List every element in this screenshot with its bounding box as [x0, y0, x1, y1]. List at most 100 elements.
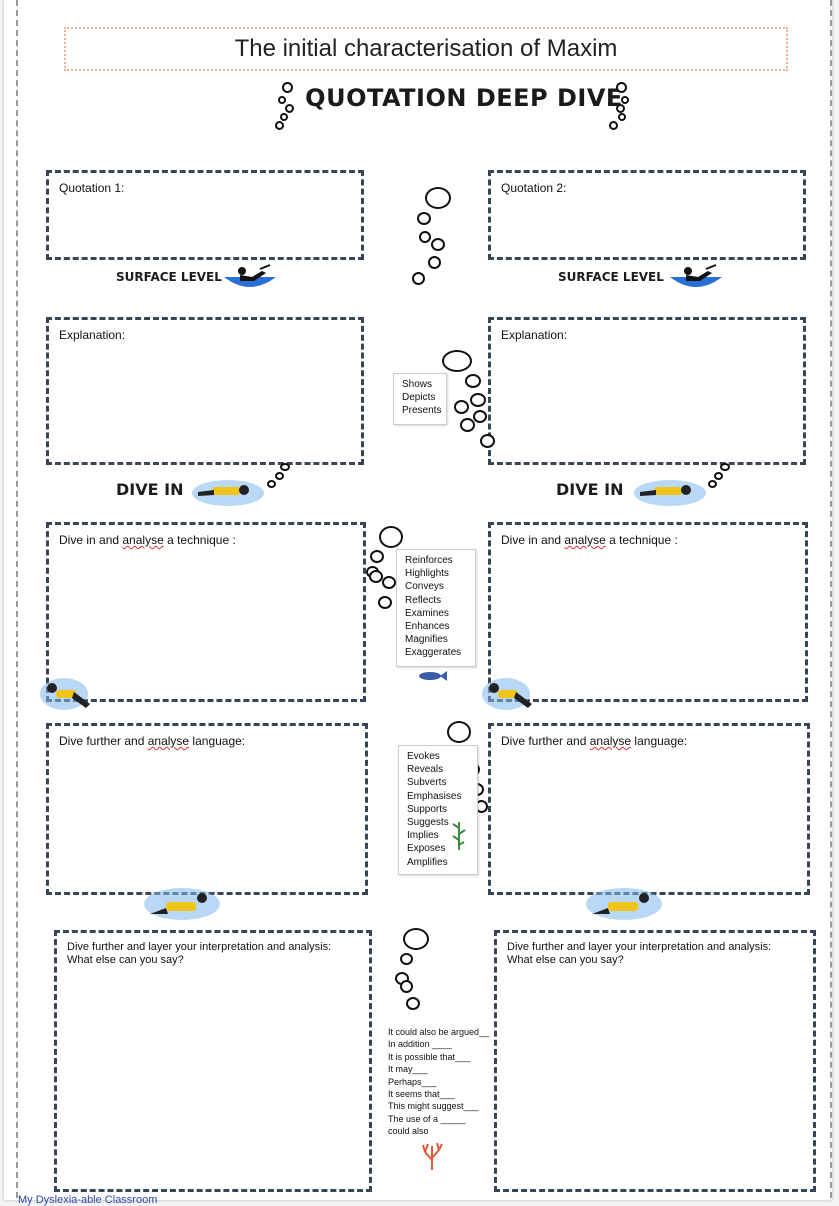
quotation-1-box[interactable]: Quotation 1:	[46, 170, 364, 260]
bubble-icon	[419, 231, 431, 243]
wordbank-word: Evokes	[407, 751, 440, 762]
wordbank-word: Perhaps___	[388, 1076, 437, 1087]
bubble-icon	[412, 272, 425, 285]
wordbank-word: In addition ____	[388, 1039, 453, 1050]
wordbank-word: It may___	[388, 1064, 428, 1075]
interpretation-2-box[interactable]: Dive further and layer your interpretati…	[494, 930, 816, 1192]
wordbank-word: Highlights	[405, 568, 449, 580]
technique-1-box[interactable]: Dive in and analyse a technique :	[46, 522, 366, 702]
bubble-icon	[473, 410, 487, 423]
wordbank-word: This might suggest___	[388, 1101, 479, 1112]
bubble-icon	[454, 400, 469, 414]
bubble-icon	[275, 121, 284, 130]
wordbank-word: Amplifies	[407, 856, 448, 868]
quotation-1-label: Quotation 1:	[59, 181, 125, 195]
footer-credit: My Dyslexia-able Classroom	[18, 1194, 158, 1206]
bubble-icon	[609, 121, 618, 130]
technique-1-label: Dive in and analyse a technique :	[59, 533, 236, 547]
wordbank-word: Reveals	[407, 764, 444, 776]
wordbank-word: Exaggerates	[405, 647, 462, 659]
fish-icon	[419, 671, 447, 681]
surface-diver-illustration	[670, 264, 722, 287]
bubble-icon	[425, 187, 451, 209]
bubble-icon	[431, 238, 445, 251]
diver-illustration	[144, 888, 220, 920]
wordbank-word: Presents	[402, 405, 442, 417]
wordbank-word: Reflects	[405, 594, 442, 606]
language-1-label: Dive further and analyse language:	[59, 734, 246, 748]
worksheet-title: The initial characterisation of Maxim	[64, 27, 788, 71]
bubble-icon	[280, 463, 290, 471]
bubble-icon	[406, 997, 420, 1010]
bubble-icon	[280, 113, 288, 121]
bubble-icon	[708, 480, 717, 488]
explanation-1-label: Explanation:	[59, 328, 126, 342]
dive-in-label-right: DIVE IN	[556, 480, 624, 499]
diver-illustration	[482, 678, 532, 710]
worksheet-heading: QUOTATION DEEP DIVE	[305, 84, 623, 112]
wordbank-word: Subverts	[407, 777, 447, 789]
wordbank-language: Evokes Reveals Subverts Emphasises Suppo…	[398, 745, 478, 875]
wordbank-word: It seems that___	[388, 1089, 455, 1100]
bubble-icon	[382, 576, 396, 589]
interpretation-1-box[interactable]: Dive further and layer your interpretati…	[54, 930, 372, 1192]
wordbank-word: Magnifies	[405, 634, 448, 646]
wordbank-explanation: Shows Depicts Presents	[393, 373, 447, 425]
coral-icon	[422, 1142, 443, 1170]
bubble-icon	[447, 721, 471, 743]
wordbank-word: Enhances	[405, 621, 450, 633]
page-dashed-border	[16, 0, 832, 1198]
bubble-icon	[442, 350, 472, 372]
bubble-icon	[282, 82, 293, 93]
quotation-2-label: Quotation 2:	[501, 181, 567, 195]
wordbank-word: Shows	[402, 379, 433, 390]
wordbank-word: Conveys	[405, 581, 444, 593]
bubble-icon	[714, 472, 723, 480]
language-2-box[interactable]: Dive further and analyse language:	[488, 723, 810, 895]
interpretation-2-label: Dive further and layer your interpretati…	[507, 941, 772, 966]
bubble-icon	[369, 570, 383, 583]
language-2-label: Dive further and analyse language:	[501, 734, 688, 748]
quotation-2-box[interactable]: Quotation 2:	[488, 170, 806, 260]
bubble-icon	[285, 104, 294, 113]
explanation-1-box[interactable]: Explanation:	[46, 317, 364, 465]
wordbank-word: It is possible that___	[388, 1051, 471, 1062]
worksheet-page: The initial characterisation of Maxim QU…	[4, 0, 832, 1206]
bubble-icon	[720, 463, 730, 471]
diver-illustration	[634, 480, 706, 506]
bubble-icon	[616, 104, 625, 113]
explanation-2-box[interactable]: Explanation:	[488, 317, 806, 465]
bubble-icon	[379, 526, 403, 548]
dive-in-label-left: DIVE IN	[116, 480, 184, 499]
bubble-icon	[278, 96, 286, 104]
wordbank-word: Examines	[405, 607, 449, 619]
bubble-icon	[370, 550, 384, 563]
wordbank-word: Supports	[407, 803, 448, 815]
explanation-2-label: Explanation:	[501, 328, 568, 342]
wordbank-word: Exposes	[407, 843, 446, 855]
wordbank-word: Depicts	[402, 392, 436, 404]
diver-illustration	[40, 678, 90, 710]
bubble-icon	[460, 418, 475, 432]
wordbank-interpretation: It could also be argued__ In addition __…	[382, 1022, 489, 1136]
wordbank-word: Suggests	[407, 817, 449, 829]
technique-2-box[interactable]: Dive in and analyse a technique :	[488, 522, 808, 702]
bubble-icon	[378, 596, 392, 609]
surface-level-label-right: SURFACE LEVEL	[558, 270, 664, 284]
wordbank-word: Emphasises	[407, 790, 462, 802]
bubble-icon	[428, 256, 441, 269]
diver-illustration	[192, 480, 264, 506]
language-1-box[interactable]: Dive further and analyse language:	[46, 723, 368, 895]
technique-2-label: Dive in and analyse a technique :	[501, 533, 678, 547]
wordbank-word: Reinforces	[405, 555, 453, 566]
bubble-icon	[616, 82, 627, 93]
bubble-icon	[275, 472, 284, 480]
bubble-icon	[267, 480, 276, 488]
surface-diver-illustration	[224, 264, 276, 287]
seaweed-icon	[452, 822, 466, 850]
bubble-icon	[403, 928, 429, 950]
bubble-icon	[621, 96, 629, 104]
bubble-icon	[470, 393, 486, 407]
bubble-icon	[465, 374, 481, 388]
surface-level-label-left: SURFACE LEVEL	[116, 270, 222, 284]
